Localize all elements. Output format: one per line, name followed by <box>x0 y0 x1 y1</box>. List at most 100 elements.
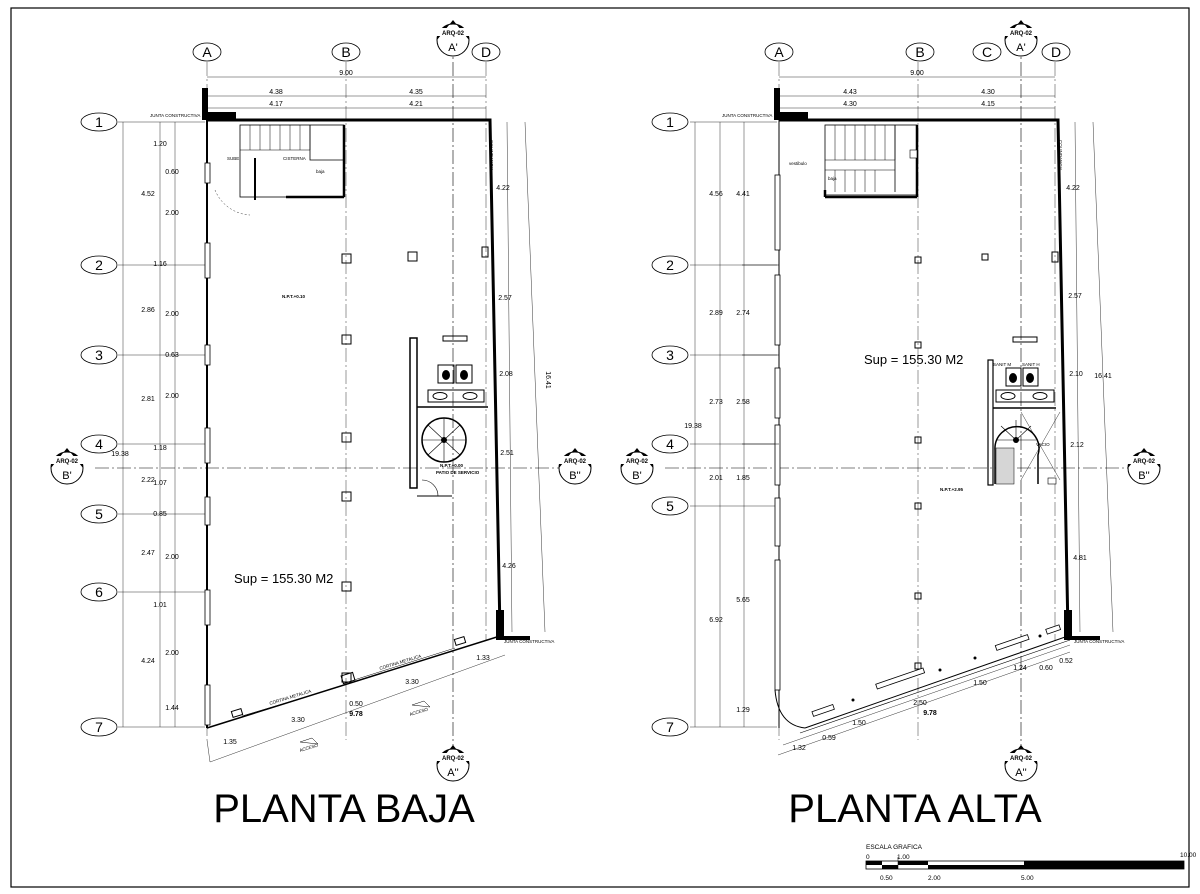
svg-text:ARQ-02: ARQ-02 <box>1010 31 1033 37</box>
dimensions-top: 9.00 4.43 4.30 4.30 4.15 <box>779 70 1055 109</box>
grid-bubble-row-7: 7 <box>80 717 118 737</box>
scale-bar-segment <box>928 865 1024 869</box>
dimensions-left: 19.38 4.56 2.89 2.73 2.01 6.92 4.41 2.74… <box>684 122 750 727</box>
scale-tick-label: 1.00 <box>897 854 910 861</box>
dimensions-bottom: 1.32 0.59 1.50 2.50 9.78 1.50 1.24 0.60 … <box>777 644 1073 756</box>
wall-front-inner <box>799 639 1071 734</box>
window <box>204 162 211 184</box>
section-marker-bottom: ARQ-02 A'' <box>436 745 470 782</box>
svg-text:B: B <box>341 44 350 60</box>
window <box>204 589 211 626</box>
svg-text:2: 2 <box>95 257 103 273</box>
svg-text:1: 1 <box>666 114 674 130</box>
dim-total: 19.38 <box>111 451 129 458</box>
sanit-m-label: SANIT M <box>993 362 1011 367</box>
scale-bar-segment <box>882 865 898 869</box>
dim-left: 2.89 <box>709 310 723 317</box>
column <box>341 432 352 443</box>
grid-bubble-c: C <box>972 42 1002 62</box>
dim-left-inner: 1.18 <box>153 445 167 452</box>
svg-text:ARQ-02: ARQ-02 <box>442 756 465 762</box>
dim-top: 4.21 <box>409 101 423 108</box>
grid-bubble-d: D <box>471 42 501 62</box>
dim-left-inner: 1.01 <box>153 602 167 609</box>
svg-text:ARQ-02: ARQ-02 <box>1133 459 1156 465</box>
dim-left-inner: 1.29 <box>736 707 750 714</box>
acceso-label-1: ACCESO <box>299 742 319 752</box>
window <box>204 344 211 366</box>
svg-text:2: 2 <box>666 257 674 273</box>
grid-bubble-row-3: 3 <box>80 345 118 365</box>
dim-right-total: 16.41 <box>544 371 551 389</box>
level-label: N.P.T.+0.10 <box>282 294 306 299</box>
junta-mark-top <box>202 88 208 120</box>
dim-left: 2.01 <box>709 475 723 482</box>
section-marker-top: ARQ-02 A' <box>436 20 470 57</box>
patio-label: PATIO DE SERVICIO <box>436 470 480 475</box>
plan-title: PLANTA ALTA <box>788 787 1042 831</box>
window-front <box>811 704 835 717</box>
svg-text:B'': B'' <box>569 470 581 482</box>
svg-text:B'': B'' <box>1138 470 1150 482</box>
dim-left: 2.22 <box>141 477 155 484</box>
column <box>914 592 922 600</box>
dim-right: 2.51 <box>500 450 514 457</box>
dimensions-top: 9.00 4.38 4.35 4.17 4.21 <box>207 70 486 109</box>
scale-tick-label: 0.50 <box>880 875 893 882</box>
staircase: SUBE CISTERNA baja <box>214 124 346 216</box>
window <box>774 367 781 419</box>
dim-right: 2.10 <box>1069 371 1083 378</box>
junta-slab-top <box>780 112 808 119</box>
svg-text:A: A <box>774 44 784 60</box>
sheet-border <box>10 7 1190 888</box>
scale-bar-segment <box>866 861 882 865</box>
svg-text:A'': A'' <box>1015 767 1027 779</box>
dimensions-left: 19.38 4.52 2.86 2.81 2.22 2.47 4.24 1.20… <box>111 122 179 727</box>
column <box>914 502 922 510</box>
shutter-line <box>353 647 456 681</box>
dim-bottom: 2.50 <box>913 700 927 707</box>
scale-bar-segment <box>898 861 928 865</box>
dim-bottom: 9.78 <box>349 711 363 718</box>
column <box>914 436 922 444</box>
level-label-patio: N.P.T.+0.00 <box>440 463 464 468</box>
window <box>204 496 211 526</box>
grid-bubble-b: B <box>905 42 935 62</box>
column <box>407 251 418 262</box>
sanit-h-label: SANIT H <box>1022 362 1040 367</box>
dim-top: 4.30 <box>981 89 995 96</box>
dim-left-inner: 1.85 <box>736 475 750 482</box>
dim-left-inner: 1.16 <box>153 261 167 268</box>
dim-top: 4.35 <box>409 89 423 96</box>
svg-text:A'': A'' <box>447 767 459 779</box>
grid-bubble-row-3: 3 <box>651 345 689 365</box>
junta-label-top: JUNTA CONSTRUCTIVA <box>722 113 772 118</box>
dim-left-inner: 5.65 <box>736 597 750 604</box>
scale-tick-label: 0 <box>866 854 870 861</box>
svg-text:6: 6 <box>95 584 103 600</box>
column <box>341 253 352 264</box>
dim-left-inner: 1.07 <box>153 480 167 487</box>
svg-text:A': A' <box>1016 42 1025 54</box>
section-marker-right: ARQ-02 B'' <box>558 448 592 485</box>
grid-bubble-d: D <box>1041 42 1071 62</box>
svg-text:ARQ-02: ARQ-02 <box>1010 756 1033 762</box>
grid-bubble-row-5: 5 <box>651 496 689 516</box>
dim-right-total: 16.41 <box>1094 373 1112 380</box>
dim-bottom: 0.52 <box>1059 658 1073 665</box>
colindancia-label: COLINDANCIA <box>1058 140 1063 171</box>
window <box>774 274 781 346</box>
dim-left-inner: 0.60 <box>165 169 179 176</box>
section-marker-top: ARQ-02 A' <box>1004 20 1038 57</box>
dim-bottom: 0.59 <box>822 735 836 742</box>
svg-text:7: 7 <box>95 719 103 735</box>
vestibulo-label: vestibulo <box>789 161 807 166</box>
dim-right: 2.12 <box>1070 442 1084 449</box>
dim-left-inner: 1.20 <box>153 141 167 148</box>
junta-mark-bottom <box>1064 610 1100 640</box>
dim-left: 2.73 <box>709 399 723 406</box>
section-marker-left: ARQ-02 B' <box>620 448 654 485</box>
window <box>204 684 211 726</box>
grid-bubble-row-1: 1 <box>651 112 689 132</box>
dim-bottom: 1.50 <box>973 680 987 687</box>
